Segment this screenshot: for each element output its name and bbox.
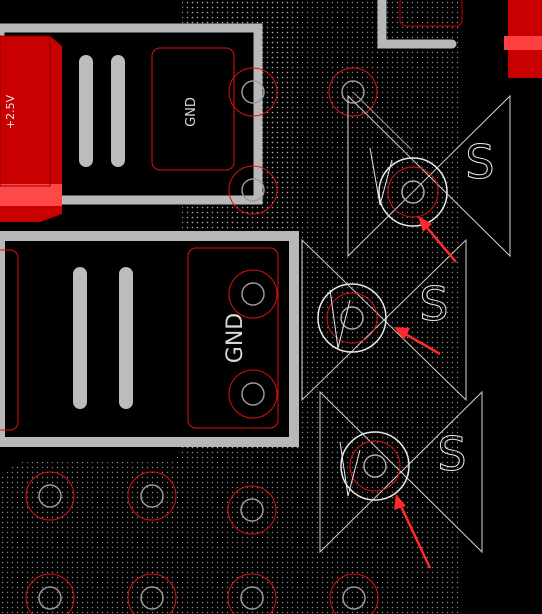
label-gnd-large: GND xyxy=(223,313,248,363)
silk-bars-lower xyxy=(73,267,133,409)
via xyxy=(227,573,277,614)
source-label: S xyxy=(465,135,494,189)
source-label: S xyxy=(437,427,466,481)
arrow-3-head xyxy=(394,494,406,510)
component-body-lower xyxy=(0,231,299,447)
pad-gnd-upper xyxy=(151,47,235,171)
via xyxy=(228,369,278,419)
pad-lower-left-outline xyxy=(0,249,19,431)
arrow-1-head xyxy=(418,216,432,232)
via xyxy=(127,471,177,521)
copper-pad-top-right xyxy=(504,0,542,78)
via xyxy=(227,485,277,535)
arrow-1 xyxy=(423,223,457,263)
arrow-2-head xyxy=(394,327,410,340)
via xyxy=(127,573,177,614)
via xyxy=(25,573,75,614)
arrow-3 xyxy=(398,503,432,569)
trace-top xyxy=(377,0,457,49)
via xyxy=(328,67,378,117)
silk-bars-upper xyxy=(79,55,125,167)
via xyxy=(228,165,278,215)
thin-trace xyxy=(352,91,413,151)
pad-gnd-lower xyxy=(187,247,279,429)
arrow-2 xyxy=(401,330,441,356)
transistor-1[interactable]: S xyxy=(347,94,511,258)
copper-pad-2v5 xyxy=(0,35,62,222)
label-gnd-small: GND xyxy=(184,97,199,127)
source-label: S xyxy=(419,277,448,331)
via xyxy=(25,471,75,521)
via xyxy=(329,573,379,614)
label-2v5: +2.5V xyxy=(4,94,17,129)
transistor-3[interactable]: S xyxy=(319,390,483,554)
annotation-arrows xyxy=(394,216,457,569)
vias xyxy=(25,67,379,614)
via xyxy=(228,269,278,319)
pad-top-outline xyxy=(399,0,463,27)
transistor-2[interactable]: S xyxy=(301,238,467,402)
via xyxy=(228,67,278,117)
